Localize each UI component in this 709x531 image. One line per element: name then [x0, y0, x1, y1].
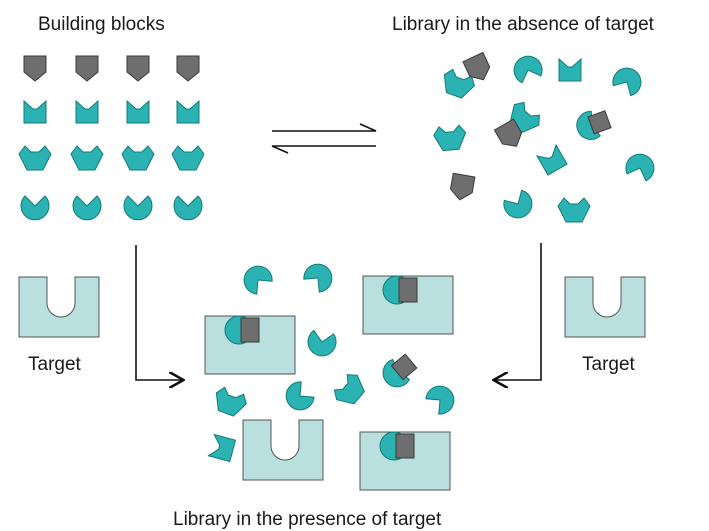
teal-notched-block: [176, 100, 200, 124]
gray-pentagon-block: [448, 172, 476, 203]
teal-crown-block: [330, 369, 370, 411]
library-absence-title: Library in the absence of target: [392, 14, 655, 35]
library-absence-cluster: [432, 51, 659, 224]
teal-pacman-block: [305, 329, 339, 359]
teal-notched-block: [536, 144, 568, 176]
teal-pacman-block: [123, 195, 153, 221]
target-block-right: [564, 276, 646, 338]
target-label-right: Target: [582, 354, 636, 375]
row-teal-m-blocks: [23, 100, 200, 124]
teal-pacman-block: [622, 149, 659, 183]
teal-notched-block: [126, 100, 150, 124]
bound-complex: [376, 349, 421, 393]
forward-half-arrow: [272, 123, 377, 132]
teal-crown-block: [171, 145, 205, 171]
teal-notched-block: [75, 100, 99, 124]
equilibrium-arrows: [271, 123, 377, 154]
teal-pacman-block: [279, 378, 318, 417]
gray-pentagon-block: [126, 55, 150, 82]
teal-pacman-block: [72, 195, 102, 221]
teal-crown-block: [70, 145, 104, 171]
teal-pacman-block: [500, 187, 538, 224]
library-presence-cluster: [204, 257, 461, 491]
teal-pacman-block: [509, 51, 546, 85]
target-with-bound-ligand: [359, 431, 451, 491]
row-teal-crowns: [18, 145, 205, 171]
teal-notched-block: [23, 100, 47, 124]
row-teal-pacman: [20, 195, 203, 221]
teal-pacman-block: [609, 62, 647, 99]
row-gray-pentagons: [23, 55, 200, 82]
right-elbow-arrow: [495, 243, 542, 380]
teal-crown-block: [121, 145, 155, 171]
teal-pacman-block: [422, 379, 461, 418]
gray-pentagon-block: [176, 55, 200, 82]
target-block-left: [18, 276, 100, 338]
library-presence-title: Library in the presence of target: [173, 509, 442, 530]
bound-complex: [572, 105, 614, 144]
teal-notched-block: [558, 58, 582, 82]
teal-pacman-block: [237, 259, 276, 298]
teal-pacman-block: [173, 195, 203, 221]
teal-crown-block: [557, 197, 591, 223]
gray-pentagon-block: [23, 55, 47, 82]
reverse-half-arrow: [271, 145, 376, 154]
teal-crown-block: [18, 145, 52, 171]
building-blocks-grid: [18, 55, 205, 221]
left-elbow-arrow: [135, 245, 182, 380]
empty-target-block: [242, 419, 324, 481]
teal-notched-block: [208, 434, 236, 462]
gray-pentagon-block: [75, 55, 99, 82]
teal-pacman-block: [300, 257, 339, 296]
teal-crown-block: [432, 124, 468, 152]
target-with-bound-ligand: [362, 275, 454, 335]
building-blocks-title: Building blocks: [38, 14, 165, 35]
teal-pacman-block: [20, 195, 50, 221]
target-with-bound-ligand: [204, 315, 296, 375]
target-label-left: Target: [28, 354, 82, 375]
teal-crown-block: [210, 384, 250, 420]
